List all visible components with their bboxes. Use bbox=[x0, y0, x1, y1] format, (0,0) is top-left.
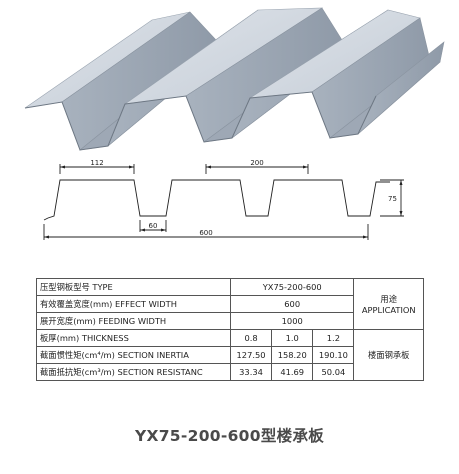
effect-width-label: 有效覆盖宽度(mm) EFFECT WIDTH bbox=[36, 295, 231, 313]
resistance-value: 41.69 bbox=[271, 363, 314, 381]
dim-rib-bottom: 60 bbox=[149, 222, 158, 230]
application-header: 用途 APPLICATION bbox=[353, 278, 424, 330]
table-row: 截面抵抗矩(cm³/m) SECTION RESISTANC 33.34 41.… bbox=[36, 363, 424, 381]
table-row: 截面惯性矩(cm⁴/m) SECTION INERTIA 127.50 158.… bbox=[36, 346, 424, 364]
inertia-value: 127.50 bbox=[229, 346, 273, 364]
type-label: 压型钢板型号 TYPE bbox=[36, 278, 231, 296]
table-row: 板厚(mm) THICKNESS 0.8 1.0 1.2 楼面钢承板 bbox=[36, 329, 424, 381]
feeding-width-label: 展开宽度(mm) FEEDING WIDTH bbox=[36, 312, 231, 330]
product-caption: YX75-200-600型楼承板 bbox=[134, 427, 325, 445]
feeding-width-value: 1000 bbox=[229, 312, 355, 330]
dim-top-flange: 112 bbox=[90, 159, 103, 167]
resistance-label: 截面抵抗矩(cm³/m) SECTION RESISTANC bbox=[36, 363, 231, 381]
dim-cover-width: 600 bbox=[199, 229, 212, 237]
effect-width-value: 600 bbox=[229, 295, 355, 313]
inertia-value: 190.10 bbox=[312, 346, 355, 364]
table-row: 压型钢板型号 TYPE YX75-200-600 用途 APPLICATION bbox=[36, 278, 424, 330]
type-value: YX75-200-600 bbox=[229, 278, 355, 296]
thickness-value: 0.8 bbox=[229, 329, 273, 347]
thickness-label: 板厚(mm) THICKNESS bbox=[36, 329, 231, 347]
resistance-value: 33.34 bbox=[229, 363, 273, 381]
inertia-value: 158.20 bbox=[271, 346, 314, 364]
spec-table: 压型钢板型号 TYPE YX75-200-600 用途 APPLICATION … bbox=[36, 278, 424, 381]
inertia-label: 截面惯性矩(cm⁴/m) SECTION INERTIA bbox=[36, 346, 231, 364]
deck-illustration bbox=[24, 7, 445, 151]
thickness-value: 1.0 bbox=[271, 329, 314, 347]
resistance-value: 50.04 bbox=[312, 363, 355, 381]
application-cn: 用途 bbox=[380, 294, 398, 304]
profile-outline bbox=[43, 179, 390, 221]
section-drawing: 112 200 60 600 75 bbox=[43, 159, 404, 240]
deck-panel-shape bbox=[24, 7, 445, 151]
dim-pitch: 200 bbox=[250, 159, 263, 167]
thickness-value: 1.2 bbox=[312, 329, 355, 347]
dim-height: 75 bbox=[388, 195, 397, 203]
table-row: 展开宽度(mm) FEEDING WIDTH 1000 bbox=[36, 312, 424, 330]
application-value: 楼面钢承板 bbox=[353, 329, 424, 381]
table-row: 有效覆盖宽度(mm) EFFECT WIDTH 600 bbox=[36, 295, 424, 313]
application-en: APPLICATION bbox=[361, 305, 416, 315]
